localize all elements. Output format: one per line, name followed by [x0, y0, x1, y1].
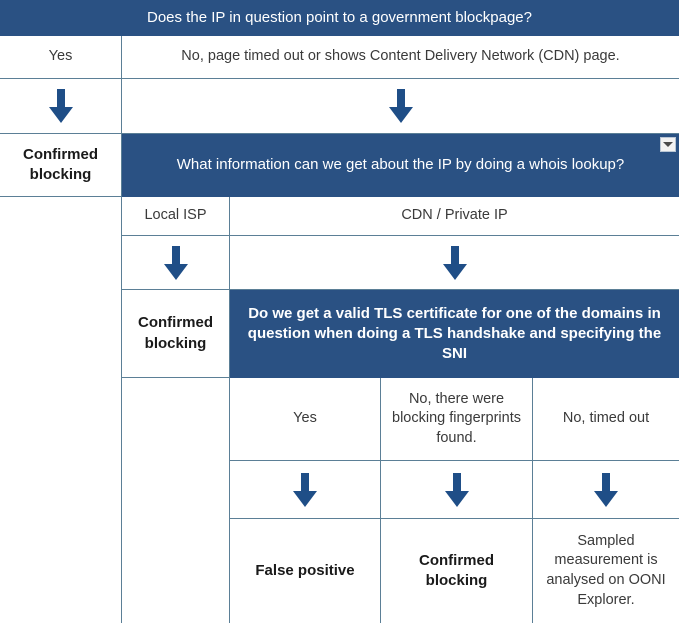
level1-question-text: Does the IP in question point to a gover…: [147, 8, 532, 26]
level2-question-banner: What information can we get about the IP…: [122, 134, 679, 197]
level2-answer-cdn-cell[interactable]: CDN / Private IP: [230, 197, 679, 236]
down-arrow-icon: [48, 89, 73, 123]
down-arrow-icon: [293, 472, 317, 507]
down-arrow-icon: [442, 245, 467, 280]
level3-arrow-fingerprints-cell: [381, 461, 533, 519]
level3-answer-timed-out-cell[interactable]: No, timed out: [533, 378, 679, 461]
level2-outcome-confirmed-blocking-cell: Confirmed blocking: [122, 290, 230, 378]
level3-answer-timed-out-label: No, timed out: [562, 410, 650, 427]
level3-outcome-confirmed-blocking-label: Confirmed blocking: [419, 551, 494, 589]
chevron-down-icon[interactable]: [660, 137, 676, 152]
level2-arrow-local-isp-cell: [122, 236, 230, 290]
level1-answer-no-cell[interactable]: No, page timed out or shows Content Deli…: [122, 36, 679, 79]
left-spacer-column: [0, 197, 122, 623]
level1-arrow-yes-cell: [0, 79, 122, 134]
level1-outcome-label: Confirmed blocking: [23, 145, 98, 183]
level3-answer-fingerprints-cell[interactable]: No, there were blocking fingerprints fou…: [381, 378, 533, 461]
down-arrow-icon: [444, 472, 469, 507]
level3-left-spacer-cell: [122, 378, 230, 623]
level1-answer-yes-cell[interactable]: Yes: [0, 36, 122, 79]
level2-answer-local-isp-label: Local ISP: [144, 207, 207, 224]
level3-question-text: Do we get a valid TLS certificate for on…: [247, 304, 662, 363]
level1-answer-yes-label: Yes: [48, 48, 73, 65]
level3-answer-fingerprints-label: No, there were blocking fingerprints fou…: [392, 390, 521, 446]
chevron-down-glyph: [663, 142, 673, 147]
level2-arrow-cdn-cell: [230, 236, 679, 290]
level3-outcome-sampled-cell: Sampled measurement is analysed on OONI …: [533, 519, 679, 623]
down-arrow-icon: [594, 472, 618, 507]
level3-outcome-false-positive-label: False positive: [255, 561, 355, 579]
level3-arrow-timed-out-cell: [533, 461, 679, 519]
level2-answer-local-isp-cell[interactable]: Local ISP: [122, 197, 230, 236]
level1-question-banner: Does the IP in question point to a gover…: [0, 0, 679, 36]
down-arrow-icon: [388, 89, 413, 123]
level1-answer-no-label: No, page timed out or shows Content Deli…: [181, 48, 620, 65]
level1-arrow-no-cell: [122, 79, 679, 134]
level3-outcome-confirmed-blocking-cell: Confirmed blocking: [381, 519, 533, 623]
level2-outcome-label: Confirmed blocking: [138, 314, 213, 352]
level3-outcome-false-positive-cell: False positive: [230, 519, 381, 623]
level1-outcome-confirmed-blocking-cell: Confirmed blocking: [0, 134, 122, 197]
level3-arrow-yes-cell: [230, 461, 381, 519]
level2-answer-cdn-label: CDN / Private IP: [401, 207, 508, 224]
level3-question-banner: Do we get a valid TLS certificate for on…: [230, 290, 679, 378]
down-arrow-icon: [163, 245, 188, 280]
level3-answer-yes-cell[interactable]: Yes: [230, 378, 381, 461]
level3-answer-yes-label: Yes: [293, 410, 317, 427]
level2-question-text: What information can we get about the IP…: [176, 156, 625, 174]
level3-outcome-sampled-label: Sampled measurement is analysed on OONI …: [546, 532, 666, 608]
